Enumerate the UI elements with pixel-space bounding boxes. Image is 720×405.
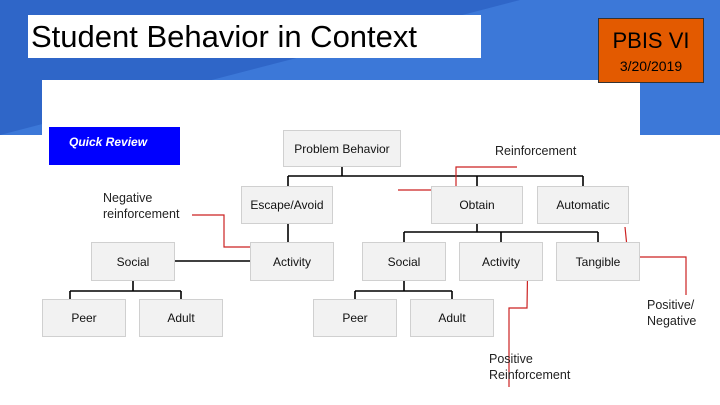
node-tangible: Tangible (556, 242, 640, 281)
node-peer-2: Peer (313, 299, 397, 337)
node-activity-2: Activity (459, 242, 543, 281)
slide-title: Student Behavior in Context (28, 15, 481, 58)
label-negative-reinforcement: Negative reinforcement (103, 190, 179, 222)
node-adult-2: Adult (410, 299, 494, 337)
label-posreinf-line1: Positive (489, 352, 533, 366)
node-adult-1: Adult (139, 299, 223, 337)
node-peer-1: Peer (42, 299, 126, 337)
node-escape-avoid: Escape/Avoid (241, 186, 333, 224)
node-problem-behavior: Problem Behavior (283, 130, 401, 167)
node-social-1: Social (91, 242, 175, 281)
annotation-line-reinforcement (398, 166, 517, 191)
label-reinforcement: Reinforcement (495, 144, 577, 158)
label-posneg-line1: Positive/ (647, 298, 695, 312)
label-negative-line2: reinforcement (103, 207, 180, 221)
label-positive-reinforcement: Positive Reinforcement (489, 351, 570, 383)
node-obtain: Obtain (431, 186, 523, 224)
node-automatic: Automatic (537, 186, 629, 224)
label-positive-negative: Positive/ Negative (647, 297, 696, 329)
label-posneg-line2: Negative (647, 314, 697, 328)
tag-text: PBIS VI (612, 28, 690, 53)
label-posreinf-line2: Reinforcement (489, 368, 571, 382)
quick-review-badge: Quick Review (49, 127, 180, 165)
date-badge: PBIS VI 3/20/2019 (598, 18, 704, 83)
label-negative-line1: Negative (103, 191, 153, 205)
node-social-2: Social (362, 242, 446, 281)
date-text: 3/20/2019 (619, 58, 683, 74)
node-activity-1: Activity (250, 242, 334, 281)
annotation-line-negative (192, 214, 257, 248)
